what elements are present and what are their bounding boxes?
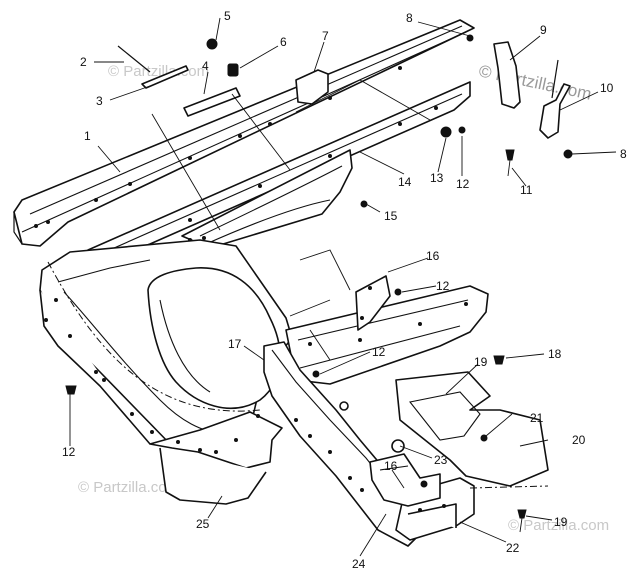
callout-8-right: 8 (620, 147, 627, 161)
callout-12-mid: 12 (436, 279, 450, 293)
callout-15: 15 (384, 209, 398, 223)
callout-7: 7 (322, 29, 329, 43)
part-right-plate (395, 371, 549, 487)
callout-1: 1 (84, 129, 91, 143)
hardware (65, 34, 573, 533)
part-mount-bracket (355, 275, 391, 331)
callout-5: 5 (224, 9, 231, 23)
centerline-left (47, 261, 261, 412)
part-strip (183, 87, 241, 117)
part-small-bracket (369, 453, 441, 507)
callout-17: 17 (228, 337, 242, 351)
callout-4: 4 (202, 59, 209, 73)
callout-2: 2 (80, 55, 87, 69)
part-rod-spring (117, 45, 189, 89)
callout-16-mid: 16 (426, 249, 440, 263)
callout-23: 23 (434, 453, 448, 467)
part-link-arm (493, 41, 521, 109)
callout-25: 25 (196, 517, 210, 531)
part-strut (539, 59, 571, 139)
leader-lines (69, 17, 617, 557)
callout-10: 10 (600, 81, 614, 95)
callout-19-mid: 19 (474, 355, 488, 369)
part-latch (295, 69, 329, 105)
callout-21: 21 (530, 411, 544, 425)
watermark-bottom-right: © Partzilla.com (508, 517, 609, 534)
callout-12-center: 12 (372, 345, 386, 359)
callout-16-bottom: 16 (384, 459, 398, 473)
watermark-top-right: © Partzilla.com (477, 61, 593, 103)
callout-24: 24 (352, 557, 366, 571)
callout-19-bottom: 19 (554, 515, 568, 529)
callout-14: 14 (398, 175, 412, 189)
callout-11: 11 (520, 183, 533, 197)
callout-9: 9 (540, 23, 547, 37)
callout-12-top: 12 (456, 177, 470, 191)
callouts: 1 2 3 4 5 6 7 8 9 10 8 11 12 13 14 15 16… (62, 9, 627, 571)
part-main-pan (39, 239, 293, 505)
callout-12-left: 12 (62, 445, 76, 459)
callout-6: 6 (280, 35, 287, 49)
watermark-bottom-left: © Partzilla.com (78, 479, 179, 496)
centerline-right (469, 485, 549, 489)
part-top-rail (13, 19, 475, 247)
callout-20: 20 (572, 433, 586, 447)
callout-3: 3 (96, 94, 103, 108)
callout-8-top: 8 (406, 11, 413, 25)
callout-22: 22 (506, 541, 520, 555)
callout-13: 13 (430, 171, 444, 185)
callout-18: 18 (548, 347, 562, 361)
